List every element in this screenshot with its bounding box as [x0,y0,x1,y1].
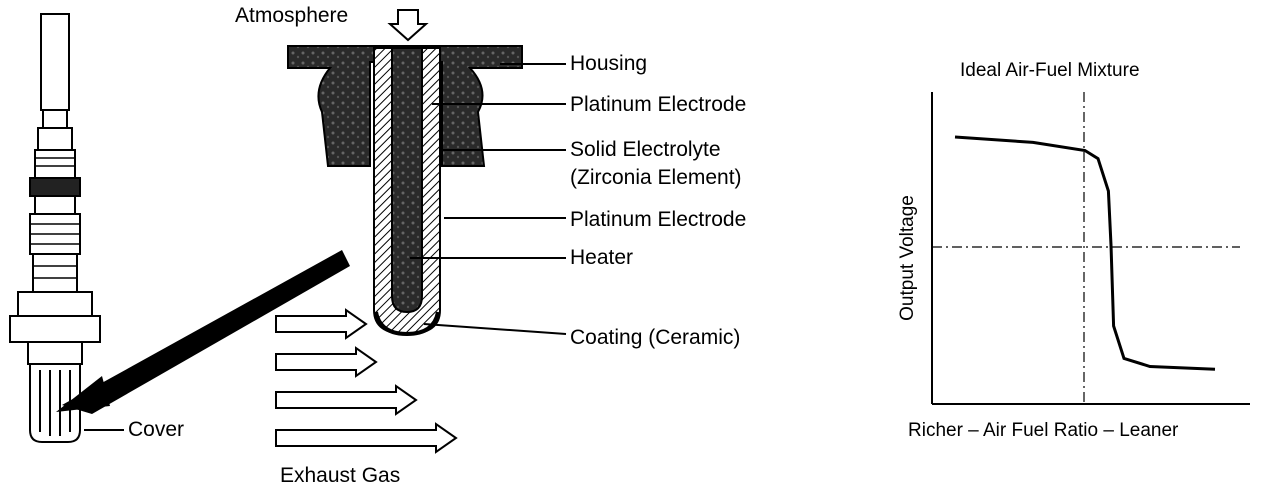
heater-rod [391,47,423,314]
atmosphere-arrow [387,9,429,42]
graph-reference-lines [932,92,1240,404]
exhaust-gas-label: Exhaust Gas [280,464,401,487]
leader-lines [84,63,567,431]
platinum-electrode-outer-label: Platinum Electrode [570,208,747,231]
housing-label: Housing [570,52,648,75]
graph-y-axis-label: Output Voltage [897,195,918,321]
heater-label: Heater [570,246,634,269]
pointer-arrow-head [56,376,110,412]
housing-shape [287,45,523,167]
sensor-body [9,13,101,443]
sensor-body-ribs [30,157,80,279]
solid-electrolyte-label: Solid Electrolyte [570,138,721,161]
pointer-arrow [62,250,350,414]
platinum-electrode-inner-label: Platinum Electrode [570,93,747,116]
graph-title: Ideal Air-Fuel Mixture [960,60,1140,81]
ceramic-coating [374,311,440,337]
graph-axes [931,92,1250,405]
cover-label: Cover [128,418,185,441]
zirconia-element-label: (Zirconia Element) [570,166,742,189]
graph-x-axis-label: Richer – Air Fuel Ratio – Leaner [908,420,1179,441]
output-voltage-curve [954,135,1216,371]
coating-label: Coating (Ceramic) [570,326,741,349]
atmosphere-label: Atmosphere [235,4,349,27]
exhaust-arrows [275,308,458,454]
